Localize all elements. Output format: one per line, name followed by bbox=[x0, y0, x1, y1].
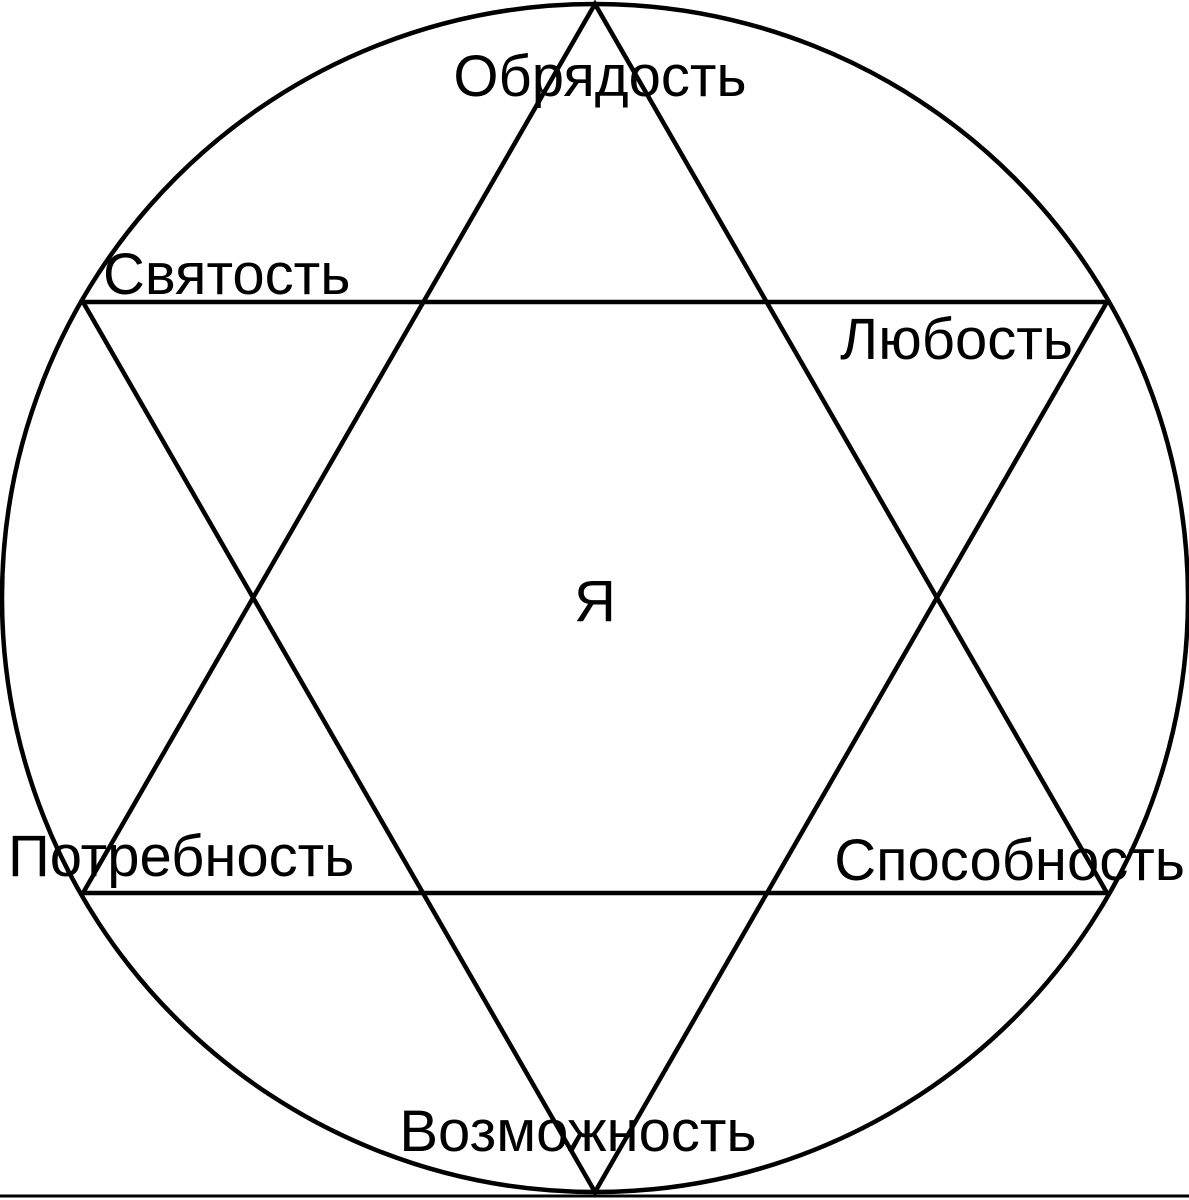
downward-triangle bbox=[79, 299, 1111, 1197]
upward-triangle bbox=[79, 0, 1111, 896]
center-label: Я bbox=[574, 569, 616, 634]
label-bottom: Возможность bbox=[399, 1099, 756, 1164]
label-upper-left: Святость bbox=[103, 242, 350, 307]
label-lower-right: Способность bbox=[834, 828, 1185, 893]
label-top: Обрядость bbox=[453, 44, 746, 109]
label-upper-right: Любость bbox=[840, 307, 1073, 372]
label-lower-left: Потребность bbox=[8, 824, 354, 889]
